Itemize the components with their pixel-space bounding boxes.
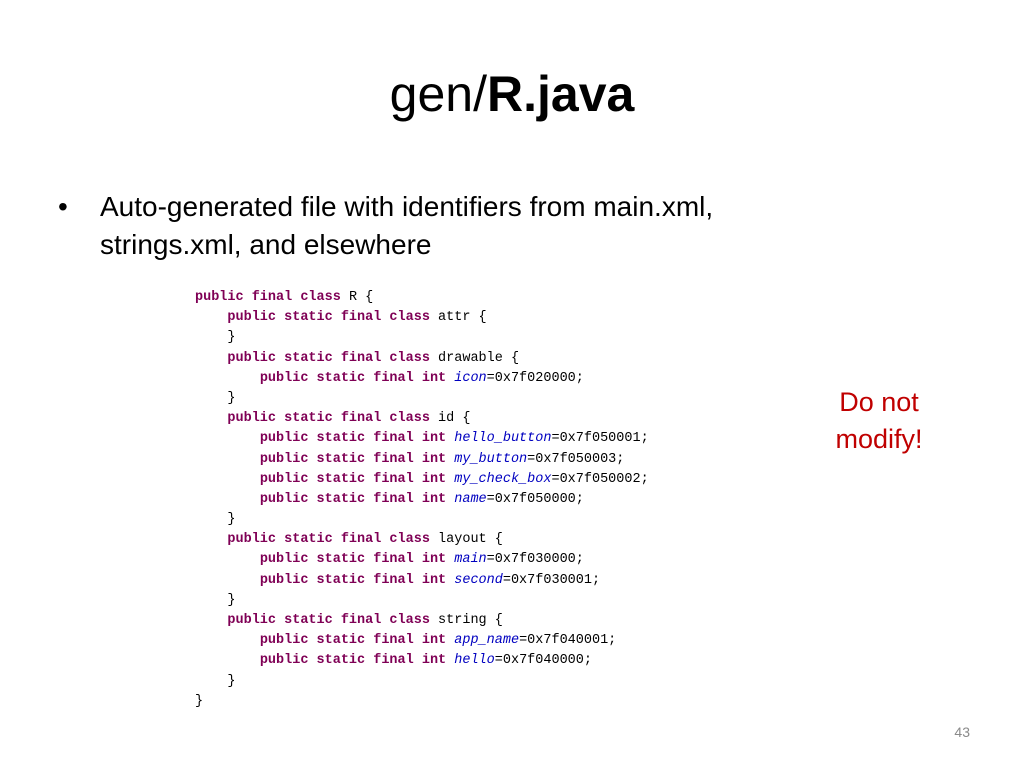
code-indent: [195, 310, 227, 325]
code-field-name: my_button: [454, 451, 528, 467]
code-field-value: =0x7f030000;: [486, 552, 584, 568]
code-screenshot: public final class R { public static fin…: [195, 288, 755, 718]
code-keyword: public static final int: [259, 572, 455, 588]
code-keyword: public static final class: [227, 532, 439, 548]
code-field-value: =0x7f030001;: [502, 572, 601, 588]
title-filename: R.java: [487, 66, 635, 122]
code-text: attr {: [438, 310, 487, 326]
code-line: }: [195, 692, 755, 712]
code-text: string {: [438, 613, 503, 628]
bullet-item: • Auto-generated file with identifiers f…: [58, 188, 838, 264]
code-field-value: =0x7f040000;: [494, 653, 592, 669]
code-line: public static final int icon=0x7f020000;: [195, 369, 755, 389]
code-field-value: =0x7f040001;: [519, 633, 617, 649]
bullet-icon: •: [58, 191, 68, 222]
bullet-text: Auto-generated file with identifiers fro…: [100, 191, 714, 260]
code-field-name: name: [454, 491, 487, 507]
title-prefix: gen/: [389, 66, 487, 122]
warning-note: Do not modify!: [835, 387, 923, 454]
code-field-name: icon: [454, 370, 487, 386]
code-indent: [195, 552, 260, 567]
code-line: public static final class drawable {: [195, 349, 755, 369]
code-indent: [195, 452, 260, 467]
code-indent: [195, 472, 260, 487]
code-field-name: my_check_box: [454, 471, 552, 487]
code-indent: [195, 674, 227, 689]
code-field-value: =0x7f050000;: [486, 491, 584, 507]
code-field-value: =0x7f020000;: [486, 370, 584, 386]
code-keyword: public static final int: [259, 552, 455, 568]
code-keyword: public static final class: [227, 613, 439, 628]
code-line: public final class R {: [195, 288, 755, 308]
code-text: }: [195, 693, 204, 709]
code-text: id {: [438, 411, 471, 427]
code-keyword: public static final int: [259, 431, 455, 447]
code-line: public static final int app_name=0x7f040…: [195, 631, 755, 651]
code-field-value: =0x7f050003;: [527, 451, 625, 467]
code-line: public static final int my_check_box=0x7…: [195, 470, 755, 490]
code-line: public static final class layout {: [195, 530, 755, 550]
code-text: }: [227, 390, 236, 406]
code-field-value: =0x7f050001;: [551, 431, 649, 447]
code-line: }: [195, 510, 755, 530]
code-indent: [195, 431, 260, 446]
code-line: public static final int my_button=0x7f05…: [195, 450, 755, 470]
code-text: R {: [348, 290, 374, 305]
code-keyword: public static final class: [227, 411, 439, 427]
code-indent: [195, 653, 260, 668]
code-text: }: [227, 673, 236, 689]
code-text: }: [227, 512, 236, 528]
code-line: }: [195, 389, 755, 409]
code-keyword: public static final int: [259, 451, 455, 467]
code-keyword: public final class: [195, 290, 349, 305]
code-line: public static final class string {: [195, 611, 755, 631]
code-field-value: =0x7f050002;: [551, 471, 649, 487]
code-line: }: [195, 328, 755, 348]
code-indent: [195, 411, 227, 426]
code-indent: [195, 532, 227, 547]
code-keyword: public static final class: [227, 310, 439, 326]
code-indent: [195, 512, 227, 527]
code-field-name: second: [454, 572, 503, 588]
code-field-name: main: [454, 552, 487, 568]
code-field-name: hello: [454, 653, 495, 669]
code-indent: [195, 391, 227, 406]
code-line: }: [195, 591, 755, 611]
code-text: }: [227, 330, 236, 346]
code-field-name: app_name: [454, 633, 520, 649]
code-indent: [195, 371, 260, 386]
code-keyword: public static final int: [259, 370, 455, 386]
code-keyword: public static final int: [259, 653, 455, 669]
code-indent: [195, 351, 227, 366]
code-line: public static final int name=0x7f050000;: [195, 490, 755, 510]
code-line: public static final class attr {: [195, 308, 755, 328]
code-indent: [195, 593, 227, 608]
code-indent: [195, 573, 260, 588]
code-line: public static final int hello_button=0x7…: [195, 429, 755, 449]
code-text: drawable {: [438, 350, 520, 366]
page-number: 43: [954, 724, 970, 740]
code-keyword: public static final int: [259, 633, 455, 649]
code-line: }: [195, 672, 755, 692]
code-keyword: public static final int: [259, 471, 455, 487]
slide-title: gen/R.java: [0, 62, 1024, 126]
code-line: public static final int main=0x7f030000;: [195, 550, 755, 570]
code-keyword: public static final class: [227, 350, 439, 366]
code-indent: [195, 613, 227, 628]
code-line: public static final int second=0x7f03000…: [195, 571, 755, 591]
code-text: }: [227, 592, 236, 608]
code-line: public static final int hello=0x7f040000…: [195, 651, 755, 671]
code-field-name: hello_button: [454, 431, 552, 447]
code-line: public static final class id {: [195, 409, 755, 429]
code-text: layout {: [438, 532, 503, 548]
code-indent: [195, 633, 260, 648]
code-keyword: public static final int: [259, 491, 455, 507]
code-indent: [195, 330, 227, 345]
code-indent: [195, 492, 260, 507]
